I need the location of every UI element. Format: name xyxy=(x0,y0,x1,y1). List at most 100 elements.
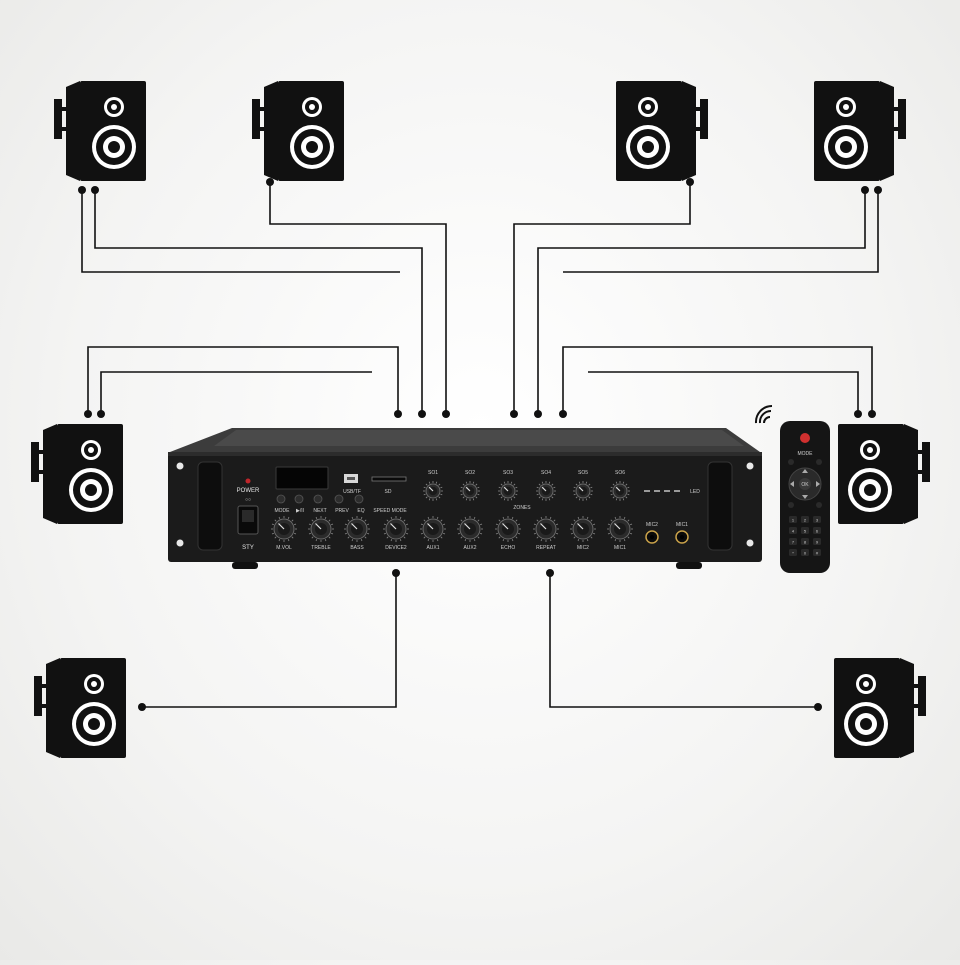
wire-top-left-1a xyxy=(81,190,400,273)
zone-volume-knob[interactable] xyxy=(498,481,518,501)
remote-keypad-button[interactable] xyxy=(789,527,797,534)
remote-small-button[interactable] xyxy=(816,459,822,465)
rotary-knob[interactable] xyxy=(570,516,596,542)
remote-keypad-label: 9 xyxy=(816,540,819,545)
zone-volume-knob[interactable] xyxy=(423,481,443,501)
remote-small-button[interactable] xyxy=(816,502,822,508)
rotary-knob-label: DEVICE2 xyxy=(385,545,407,551)
remote-ok-button[interactable] xyxy=(799,478,811,490)
function-button[interactable] xyxy=(294,494,304,504)
remote-keypad-button[interactable] xyxy=(801,527,809,534)
function-button[interactable] xyxy=(354,494,364,504)
remote-keypad-label: 1 xyxy=(792,518,795,523)
remote-keypad-button[interactable] xyxy=(789,549,797,556)
rotary-knob-label: AUX1 xyxy=(426,545,439,551)
rotary-knob[interactable] xyxy=(383,516,409,542)
remote-keypad-label: * xyxy=(792,551,794,556)
rotary-knob-label: MIC1 xyxy=(614,545,626,551)
rotary-knob[interactable] xyxy=(344,516,370,542)
remote-keypad-button[interactable] xyxy=(801,549,809,556)
remote-keypad-button[interactable] xyxy=(789,538,797,545)
terminal-dot xyxy=(392,569,400,577)
zone-volume-knob[interactable] xyxy=(536,481,556,501)
power-indicator-text: ○○ xyxy=(245,497,251,503)
remote-keypad-button[interactable] xyxy=(801,538,809,545)
function-button-label: MODE xyxy=(275,508,291,514)
wire-bottom-left xyxy=(142,573,397,708)
function-button[interactable] xyxy=(276,494,286,504)
zone-label: SO6 xyxy=(615,470,625,476)
terminal-dot xyxy=(868,410,876,418)
rotary-knob[interactable] xyxy=(607,516,633,542)
terminal-dot xyxy=(442,410,450,418)
remote-keypad-button[interactable] xyxy=(789,516,797,523)
remote-keypad-button[interactable] xyxy=(813,538,821,545)
terminal-dot xyxy=(534,410,542,418)
sd-card-slot[interactable] xyxy=(371,476,407,482)
rotary-knob[interactable] xyxy=(457,516,483,542)
meter-label: LED xyxy=(690,489,700,495)
zone-label: SO5 xyxy=(578,470,588,476)
speaker-icon-bottom-right xyxy=(834,658,926,758)
function-button[interactable] xyxy=(313,494,323,504)
speaker-icon-top-left-1 xyxy=(54,81,146,181)
terminal-dot xyxy=(97,410,105,418)
remote-keypad-button[interactable] xyxy=(813,549,821,556)
rotary-knob[interactable] xyxy=(495,516,521,542)
speaker-icon-top-right-1 xyxy=(616,81,708,181)
rotary-knob[interactable] xyxy=(308,516,334,542)
dpad-left-icon xyxy=(790,481,794,487)
wiring-lines xyxy=(81,182,879,708)
mic-jack-label: MIC2 xyxy=(646,522,658,528)
function-button-label: PREV xyxy=(335,508,349,514)
terminal-dot xyxy=(418,410,426,418)
wire-mid-left-a xyxy=(87,346,399,414)
rotary-knob-label: BASS xyxy=(350,545,364,551)
rotary-knob[interactable] xyxy=(533,516,559,542)
terminal-dot xyxy=(686,178,694,186)
wire-mid-right-a xyxy=(562,346,873,414)
mic-jack[interactable] xyxy=(645,530,659,544)
rack-screw-hole xyxy=(746,539,754,547)
terminal-dot xyxy=(874,186,882,194)
remote-small-button[interactable] xyxy=(788,459,794,465)
speaker-icon-bottom-left xyxy=(34,658,126,758)
terminal-dot xyxy=(394,410,402,418)
terminal-dot xyxy=(854,410,862,418)
rotary-knob[interactable] xyxy=(271,516,297,542)
speaker-icon-mid-right xyxy=(838,424,930,524)
rotary-knob-label: AUX2 xyxy=(463,545,476,551)
remote-keypad-button[interactable] xyxy=(801,516,809,523)
power-label: POWER xyxy=(237,488,260,494)
zones-label: ZONES xyxy=(513,505,531,511)
function-button[interactable] xyxy=(334,494,344,504)
wire-top-left-1b xyxy=(94,190,423,413)
rotary-knob[interactable] xyxy=(420,516,446,542)
rotary-knob-label: TREBLE xyxy=(311,545,331,551)
remote-keypad-button[interactable] xyxy=(813,516,821,523)
remote-power-button[interactable] xyxy=(800,433,810,443)
zone-volume-knob[interactable] xyxy=(610,481,630,501)
terminal-dot xyxy=(266,178,274,186)
wire-terminals xyxy=(78,178,882,711)
mic-jack[interactable] xyxy=(675,530,689,544)
terminal-dot xyxy=(138,703,146,711)
power-led xyxy=(245,478,251,484)
speaker-icon-mid-left xyxy=(31,424,123,524)
zone-volume-knob[interactable] xyxy=(460,481,480,501)
zone-volume-knob[interactable] xyxy=(573,481,593,501)
function-button-label: ▶/II xyxy=(296,508,304,514)
terminal-dot xyxy=(546,569,554,577)
terminal-dot xyxy=(861,186,869,194)
standby-label: STY xyxy=(242,545,254,551)
remote-small-button[interactable] xyxy=(788,502,794,508)
terminal-dot xyxy=(510,410,518,418)
zone-label: SO4 xyxy=(541,470,551,476)
wire-top-left-2 xyxy=(269,182,447,413)
remote-keypad-button[interactable] xyxy=(813,527,821,534)
